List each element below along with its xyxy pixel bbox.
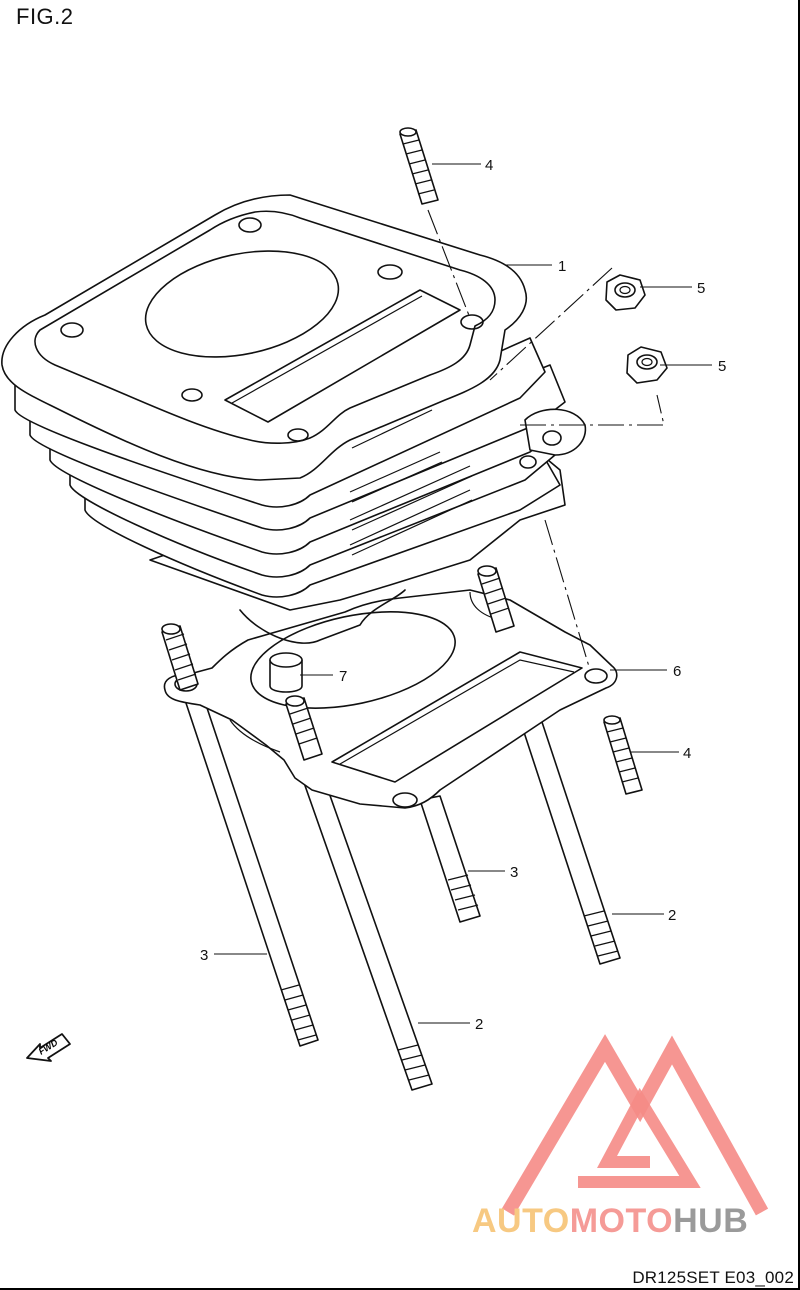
diagram-code: DR125SET E03_002	[632, 1268, 794, 1287]
fwd-arrow-icon: FWD	[26, 1033, 71, 1062]
stud-right	[603, 715, 643, 795]
right-border	[798, 0, 800, 1290]
cylinder-block	[1, 194, 587, 644]
automotohub-logo-icon	[501, 1034, 769, 1216]
leader-lines	[214, 163, 712, 1024]
callout-7: 7	[339, 668, 347, 685]
watermark-moto: MOTO	[569, 1202, 674, 1240]
callout-1: 1	[558, 258, 566, 275]
callout-3-left: 3	[200, 947, 208, 964]
watermark-hub: HUB	[673, 1202, 749, 1240]
stud-gasket-left	[161, 623, 199, 691]
callout-4-right: 4	[683, 745, 691, 762]
figure-title: FIG.2	[16, 4, 74, 29]
stud-gasket-front	[285, 695, 323, 761]
callout-2-front: 2	[668, 907, 676, 924]
stud-top	[399, 127, 439, 205]
stud-long-right	[519, 715, 621, 965]
watermark-auto: AUTO	[472, 1202, 570, 1240]
nut-upper	[605, 274, 646, 311]
callout-numbers: 1 2 2 3 3 4 4 5 5 6 7	[200, 157, 726, 1033]
callout-5-lower: 5	[718, 358, 726, 375]
bottom-border	[0, 1288, 800, 1290]
callout-2-rear: 2	[475, 1016, 483, 1033]
callout-5-upper: 5	[697, 280, 705, 297]
stud-center-short	[419, 795, 481, 923]
assembly-lines	[427, 209, 665, 671]
cylinder-gasket	[163, 589, 618, 809]
watermark-text: AUTOMOTOHUB	[472, 1202, 748, 1241]
callout-6: 6	[673, 663, 681, 680]
dowel-pin	[269, 652, 303, 693]
callout-3-center: 3	[510, 864, 518, 881]
callout-4-top: 4	[485, 157, 493, 174]
nut-lower	[626, 346, 668, 384]
stud-gasket-back	[477, 565, 515, 633]
